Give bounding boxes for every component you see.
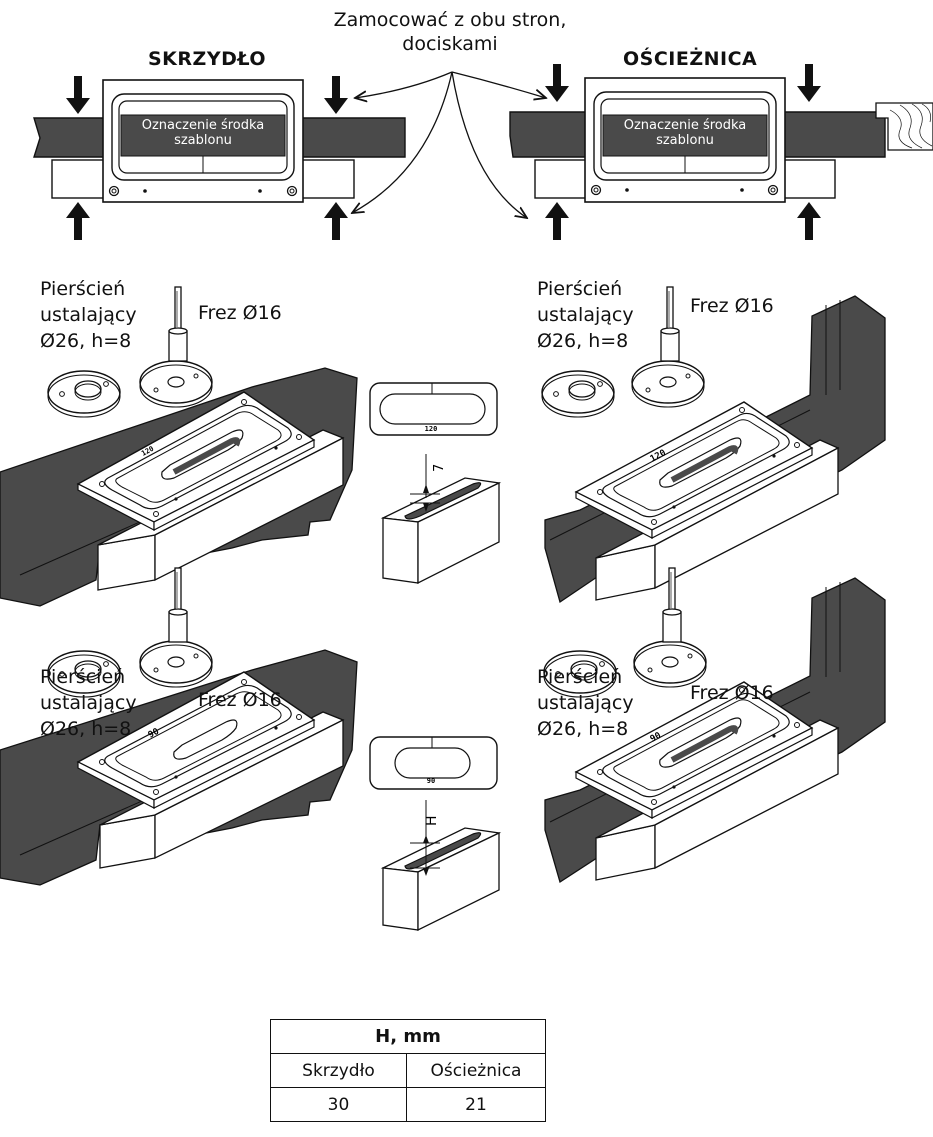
- clamp-note-line2: dociskami: [402, 33, 498, 55]
- ring-label-line2: ustalający: [40, 304, 137, 326]
- plate-label-left: Oznaczenie środka szablonu: [121, 118, 285, 148]
- slot-size-90: 90: [427, 777, 435, 785]
- depth-7-label: 7: [432, 464, 447, 472]
- table-header-frame: Ościeżnica: [406, 1053, 546, 1088]
- pointer-arrows: [352, 71, 546, 218]
- row1-left-assembly: 120: [0, 286, 358, 607]
- cutter-label-r2l: Frez Ø16: [198, 689, 282, 711]
- ring-label-line1: Pierścień: [40, 666, 126, 688]
- ring-label-line2: ustalający: [537, 692, 634, 714]
- ring-label-r1r: Pierścień ustalający Ø26, h=8: [537, 276, 634, 354]
- cutter-label-r2r: Frez Ø16: [690, 682, 774, 704]
- table-header-row: Skrzydło Ościeżnica: [270, 1053, 546, 1088]
- plate-label-left-line2: szablonu: [174, 133, 232, 148]
- ring-label-line3: Ø26, h=8: [40, 330, 132, 352]
- table-value-sash: 30: [270, 1087, 407, 1122]
- slot-size-120: 120: [425, 425, 438, 433]
- ring-label-line1: Pierścień: [537, 666, 623, 688]
- row2-center-detail: 90 H: [369, 736, 502, 932]
- ring-label-line1: Pierścień: [537, 278, 623, 300]
- table-value-frame: 21: [406, 1087, 546, 1122]
- ring-label-line2: ustalający: [40, 692, 137, 714]
- ring-label-line2: ustalający: [537, 304, 634, 326]
- plate-label-right: Oznaczenie środka szablonu: [603, 118, 767, 148]
- cutter-label-r1r: Frez Ø16: [690, 295, 774, 317]
- clamp-note: Zamocować z obu stron, dociskami: [305, 8, 595, 56]
- plate-label-right-line1: Oznaczenie środka: [623, 118, 747, 133]
- ring-label-r1l: Pierścień ustalający Ø26, h=8: [40, 276, 137, 354]
- row2-right-assembly: 90: [543, 567, 886, 884]
- plate-label-left-line1: Oznaczenie środka: [141, 118, 265, 133]
- ring-label-line3: Ø26, h=8: [40, 718, 132, 740]
- slot-size-mark-r2r: 90: [649, 731, 663, 745]
- table-title-row: H, mm: [270, 1019, 546, 1054]
- h-dimension-table: H, mm Skrzydło Ościeżnica 30 21: [270, 1019, 546, 1122]
- top-sash-clamp: [33, 76, 406, 240]
- sash-heading: SKRZYDŁO: [148, 48, 267, 70]
- plate-label-right-line2: szablonu: [656, 133, 714, 148]
- table-title: H, mm: [270, 1019, 546, 1054]
- table-header-sash: Skrzydło: [270, 1053, 407, 1088]
- frame-heading: OŚCIEŻNICA: [623, 48, 758, 70]
- ring-label-line3: Ø26, h=8: [537, 718, 629, 740]
- row2-left-assembly: 90: [0, 567, 358, 886]
- ring-label-line1: Pierścień: [40, 278, 126, 300]
- ring-label-r2l: Pierścień ustalający Ø26, h=8: [40, 664, 137, 742]
- cutter-label-r1l: Frez Ø16: [198, 302, 282, 324]
- clamp-note-line1: Zamocować z obu stron,: [333, 9, 567, 31]
- row1-center-detail: 120 7: [369, 382, 502, 585]
- row1-right-assembly: 120: [541, 286, 886, 604]
- depth-h-label: H: [424, 815, 440, 826]
- slot-size-mark-r2: 90: [147, 727, 161, 741]
- table-row: 30 21: [270, 1087, 546, 1122]
- ring-label-line3: Ø26, h=8: [537, 330, 629, 352]
- top-frame-clamp: [509, 64, 933, 240]
- ring-label-r2r: Pierścień ustalający Ø26, h=8: [537, 664, 634, 742]
